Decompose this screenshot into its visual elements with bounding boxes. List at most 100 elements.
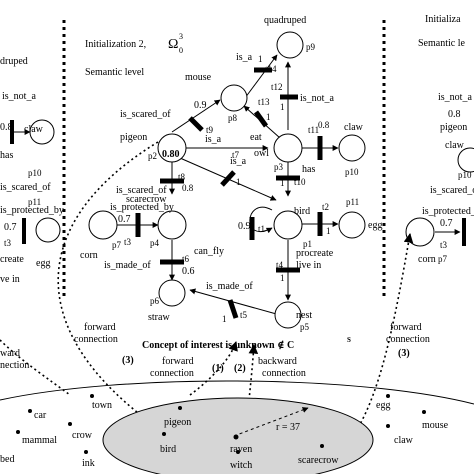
concept-town: town	[92, 400, 112, 411]
label-is-made-of-2: is_made_of	[206, 281, 253, 292]
label-mouse: mouse	[185, 72, 212, 83]
left-label: druped	[0, 56, 28, 67]
radius-line	[233, 407, 309, 437]
label-scarecrow: scarecrow	[126, 194, 167, 205]
place-mouse	[220, 84, 248, 112]
place-nest	[274, 301, 302, 329]
label-t14: t14	[265, 64, 277, 74]
label-t8: t8	[178, 172, 186, 182]
label-claw: claw	[344, 122, 364, 133]
label-p8: p8	[228, 113, 238, 123]
right-label: is_scared_of	[430, 185, 474, 196]
backward-label-2: connection	[262, 368, 306, 379]
left-label: 0.8	[0, 122, 13, 133]
right-label: p7	[438, 254, 448, 264]
label-owl: owl	[254, 148, 269, 159]
label-has: has	[302, 164, 315, 175]
arc-mouse-quadruped	[244, 54, 278, 99]
label-nest: nest	[296, 310, 312, 321]
left-panel: druped is_not_a 0.8 claw has p10 p11 is_…	[0, 56, 64, 285]
forward-connection-left-curve	[57, 141, 159, 429]
label-t12: t12	[271, 82, 283, 92]
concept-car: car	[34, 410, 47, 421]
connection-curves	[0, 141, 414, 441]
place-owl	[273, 133, 303, 163]
net-transitions	[135, 67, 323, 319]
forward-label-center-1: forward	[162, 356, 194, 367]
label-p2: p2	[148, 151, 157, 161]
place-quadruped	[276, 31, 304, 59]
label-p7: p7	[112, 240, 122, 250]
label-p1: p1	[303, 239, 312, 249]
forward-connection-center-curve	[189, 341, 238, 396]
concept-pigeon: pigeon	[164, 417, 191, 428]
weight-t10: 1	[280, 178, 285, 188]
left-edge-label-2: nection	[0, 360, 29, 371]
forward-label-left-1: forward	[84, 322, 116, 333]
label-is-scared-of-2: is_scared_of	[116, 185, 167, 196]
arc-labels: is_a t14 1 t12 1 is_not_a is_scared_of 0…	[104, 52, 334, 324]
label-t9: t9	[206, 125, 214, 135]
weight-t6: 0.6	[182, 266, 195, 277]
concept-dot	[386, 394, 390, 398]
label-is-made-of: is_made_of	[104, 260, 151, 271]
concept-egg: egg	[376, 400, 390, 411]
left-label: is_not_a	[2, 91, 36, 102]
right-semantic-level: Semantic le	[418, 38, 465, 49]
weight-t7: 1	[236, 177, 241, 187]
label-t10: t10	[294, 177, 306, 187]
label-is-a: is_a	[236, 52, 253, 63]
label-t7: t7	[232, 150, 240, 160]
transition-t7	[220, 170, 236, 187]
left-label: 0.7	[4, 222, 17, 233]
omega-subscript: 0	[179, 46, 183, 55]
weight-t9: 0.9	[194, 100, 207, 111]
weight-t11: 0.8	[318, 120, 330, 130]
omega-symbol: Ω	[168, 37, 178, 52]
weight-t3: 0.7	[118, 214, 131, 225]
label-pigeon: pigeon	[120, 132, 147, 143]
label-t6: t6	[182, 254, 190, 264]
left-label: egg	[36, 258, 50, 269]
left-label: p10	[28, 168, 42, 178]
left-label: is_protected_by	[0, 205, 64, 216]
right-label: pigeon	[440, 122, 467, 133]
weight-t13: 1	[266, 112, 271, 122]
label-t5: t5	[240, 310, 248, 320]
place-egg	[338, 211, 366, 239]
omega-superscript: 3	[179, 32, 183, 41]
weight-t14: 1	[258, 54, 263, 64]
weight-t8: 0.8	[182, 183, 194, 193]
place-claw	[338, 134, 366, 162]
concept-ink: ink	[82, 458, 95, 469]
concept-dot	[386, 424, 390, 428]
left-label: ve in	[0, 274, 20, 285]
weight-t1: 0.9	[238, 221, 251, 232]
right-place	[457, 147, 474, 173]
weight-t12: 1	[280, 102, 285, 112]
right-panel-title: Initializa	[425, 14, 461, 25]
right-label: is_protected_	[422, 206, 474, 217]
right-label: claw	[445, 140, 465, 151]
label-is-a-2: is_a	[205, 134, 222, 145]
forward-label-left-2: connection	[74, 334, 118, 345]
label-straw: straw	[148, 312, 170, 323]
concept-points: car town mammal crow bed ink egg mouse c…	[0, 394, 449, 471]
label-t2: t2	[322, 202, 329, 212]
label-p3: p3	[274, 162, 284, 172]
label-t4: t4	[276, 260, 284, 270]
forward-label-right-1: forward	[390, 322, 422, 333]
label-quadruped: quadruped	[264, 15, 306, 26]
transition-t13	[253, 110, 269, 128]
place-corn	[88, 210, 118, 240]
concept-dot	[162, 432, 166, 436]
radius-label: r = 37	[276, 422, 300, 433]
label-live-in: live in	[296, 260, 321, 271]
transition-t9	[188, 116, 204, 132]
label-corn: corn	[80, 250, 98, 261]
arc-pigeon-mouse	[171, 99, 221, 133]
connection-labels: forward connection (3) forward connectio…	[0, 322, 430, 379]
concept-witch: witch	[230, 460, 252, 471]
